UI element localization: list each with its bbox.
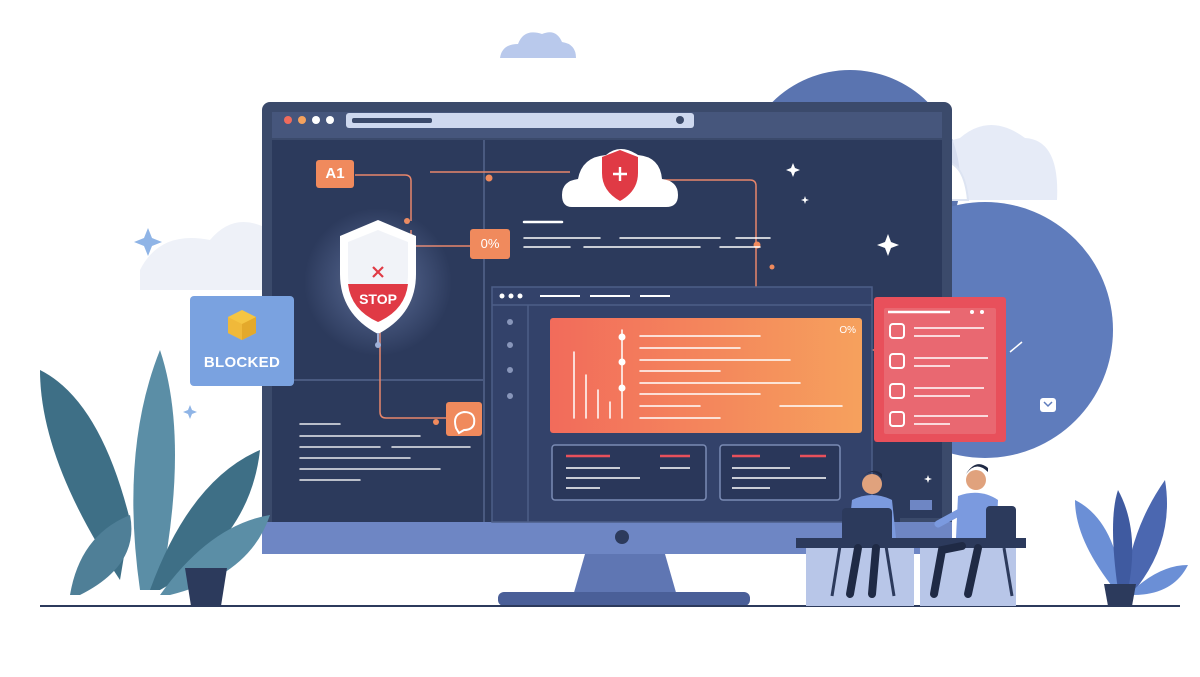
address-bar[interactable]: [346, 113, 694, 128]
close-icon: [372, 266, 384, 278]
monitor-button: [615, 530, 629, 544]
shield-icon: [340, 220, 416, 348]
cloud-small-top: [500, 32, 576, 58]
window-dot-orange[interactable]: [298, 116, 306, 124]
blocked-card: [190, 296, 294, 386]
blocked-label: BLOCKED: [203, 354, 281, 371]
badge-a1-box: [316, 160, 354, 188]
percent-card-label: O%: [839, 325, 856, 336]
mini-card-right: [719, 444, 841, 501]
address-text: [352, 118, 432, 123]
sparkle-icon: [134, 228, 197, 419]
cube-icon: [228, 310, 256, 340]
bg-cloud-left: [140, 222, 270, 290]
percent-badge-box: [470, 229, 510, 259]
plant-right: [1075, 480, 1188, 606]
percent-badge: 0%: [480, 236, 500, 251]
mini-card-left: [551, 444, 707, 501]
stop-label: STOP: [359, 291, 397, 307]
alert-panel: [550, 318, 862, 433]
side-card: [874, 297, 1006, 442]
window-dot-white[interactable]: [312, 116, 320, 124]
search-icon[interactable]: [676, 116, 684, 124]
side-card-pointer: [1009, 341, 1023, 353]
window-dot-white-2[interactable]: [326, 116, 334, 124]
badge-a1: A1: [325, 165, 345, 182]
small-tag-icon: [1040, 398, 1056, 412]
chat-icon: [446, 402, 482, 436]
cloud-shield-icon: [562, 149, 678, 207]
sparkle-icon-screen: [786, 163, 932, 483]
text-lines-left: [299, 423, 471, 481]
text-lines-top: [522, 220, 771, 248]
window-dot-red[interactable]: [284, 116, 292, 124]
monitor-base: [498, 592, 750, 606]
plant-left: [40, 350, 270, 606]
desk-scene: [796, 464, 1026, 606]
monitor-neck: [573, 554, 677, 596]
